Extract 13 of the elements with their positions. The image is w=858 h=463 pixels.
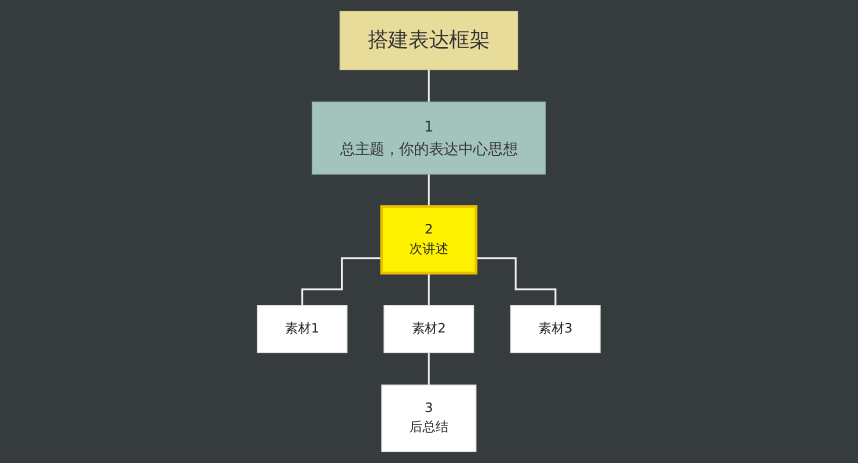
- node-box: 素材2: [384, 305, 474, 354]
- connector: [428, 272, 430, 306]
- node-box: 1 总主题，你的表达中心思想: [312, 102, 546, 175]
- node-box: 3 后总结: [381, 384, 477, 452]
- connector: [301, 257, 382, 306]
- connector: [476, 257, 557, 306]
- connector: [428, 173, 430, 208]
- node-box: 搭建表达框架: [340, 10, 518, 70]
- connector: [428, 352, 430, 386]
- node-box: 2 次讲述: [380, 205, 478, 274]
- connector: [428, 68, 430, 103]
- node-box: 素材3: [510, 305, 601, 354]
- node-box: 素材1: [257, 305, 348, 354]
